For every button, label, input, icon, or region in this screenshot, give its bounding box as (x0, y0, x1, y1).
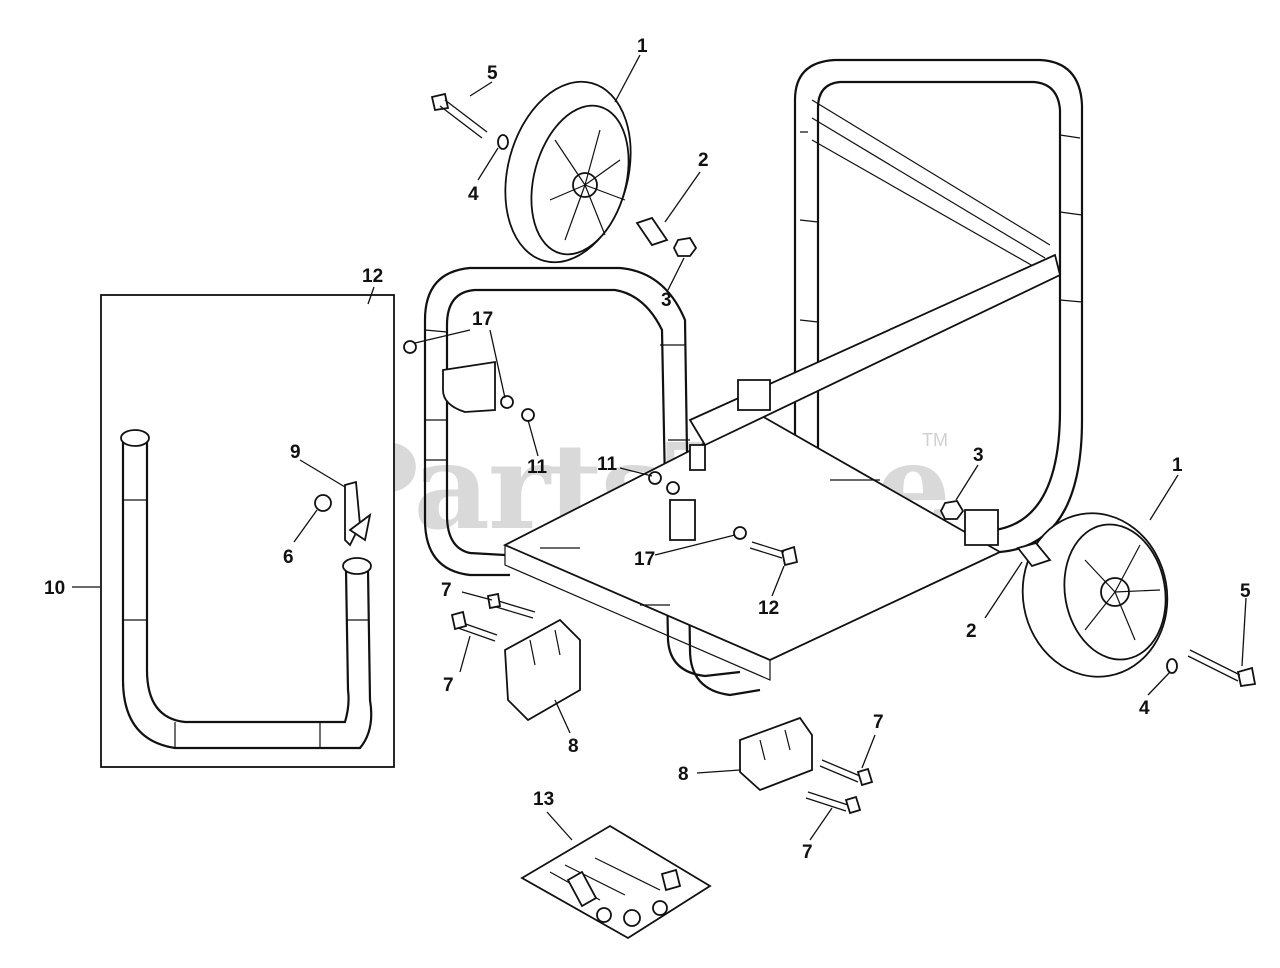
bolt-upper-5 (430, 92, 488, 139)
axle-upper (635, 216, 669, 247)
bolt-7-a (486, 592, 536, 619)
bolt-7-c (819, 759, 874, 787)
callout-4-lower: 4 (1139, 698, 1150, 719)
callout-6: 6 (283, 547, 294, 568)
callout-7-b: 7 (443, 675, 454, 696)
nut-17-b (500, 395, 514, 409)
washer-upper (497, 134, 509, 150)
callout-3-lower: 3 (973, 445, 984, 466)
nut-17-a (403, 340, 417, 354)
callout-7-d: 7 (802, 842, 813, 863)
callout-11-b: 11 (597, 454, 618, 475)
callout-4-upper: 4 (468, 184, 479, 205)
callout-3-upper: 3 (661, 290, 672, 311)
callout-7-c: 7 (873, 712, 884, 733)
bolt-12-right (749, 541, 799, 567)
nut-11-b (648, 471, 662, 485)
knob-6 (314, 494, 332, 512)
callout-7-a: 7 (441, 580, 452, 601)
bolt-lower-5 (1187, 649, 1257, 688)
callout-2-upper: 2 (698, 150, 709, 171)
callout-12-b: 12 (758, 598, 779, 619)
callout-17-b: 17 (634, 549, 655, 570)
callout-10: 10 (44, 578, 65, 599)
callout-11-a: 11 (527, 457, 548, 478)
callout-5-lower: 5 (1240, 581, 1251, 602)
callout-17-a: 17 (472, 309, 493, 330)
foot-right (739, 716, 813, 792)
wheel-lower (1021, 512, 1169, 678)
nut-17-d (733, 526, 747, 540)
nut-upper (672, 237, 698, 257)
handle-latch-9 (344, 480, 372, 547)
nut-lower (939, 500, 965, 520)
callout-5-upper: 5 (487, 63, 498, 84)
leader-lines (72, 54, 1247, 841)
wheel-upper (504, 80, 632, 264)
callout-8-left: 8 (568, 736, 579, 757)
washer-lower (1166, 658, 1178, 674)
watermark-trademark: TM (922, 430, 948, 450)
callout-9: 9 (290, 442, 301, 463)
hardware-kit-bag (520, 824, 712, 940)
handle-assembly (120, 429, 373, 750)
axle-lower (1016, 541, 1052, 568)
callout-12-a: 12 (362, 266, 383, 287)
callout-8-right: 8 (678, 764, 689, 785)
bolt-7-b (450, 610, 498, 642)
callout-1-lower: 1 (1172, 455, 1183, 476)
callout-1-upper: 1 (637, 36, 648, 57)
callout-13: 13 (533, 789, 554, 810)
bolt-7-d (805, 791, 862, 815)
nut-11-a (521, 408, 535, 422)
callout-2-lower: 2 (966, 621, 977, 642)
nut-17-c (666, 481, 680, 495)
frame-base (442, 253, 1062, 681)
frame-front-upright (423, 266, 761, 697)
foot-left (504, 618, 581, 722)
